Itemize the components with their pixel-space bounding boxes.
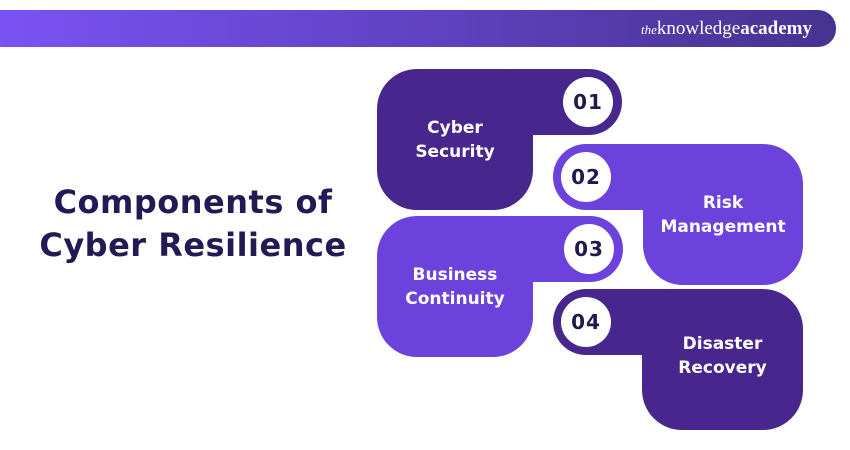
number-text-01: 01 — [573, 90, 603, 114]
number-text-03: 03 — [574, 237, 604, 261]
card-label-cyber-security: Cyber Security — [415, 117, 495, 162]
card-label-business-continuity: Business Continuity — [405, 264, 505, 309]
number-badge-03: 03 — [564, 224, 614, 274]
page-title-line2: Cyber Resilience — [39, 226, 347, 264]
number-text-02: 02 — [571, 165, 601, 189]
logo-word-the: the — [640, 22, 657, 37]
knowledge-academy-logo: theknowledgeacademy — [641, 19, 812, 38]
brand-banner: theknowledgeacademy — [0, 10, 836, 47]
logo-word-academy: academy — [740, 18, 812, 39]
number-badge-02: 02 — [561, 152, 611, 202]
card-label-disaster-recovery: Disaster Recovery — [678, 333, 767, 378]
number-text-04: 04 — [571, 310, 601, 334]
card-label-risk-management: Risk Management — [660, 192, 786, 237]
card-risk-management — [643, 144, 803, 285]
number-badge-01: 01 — [563, 77, 613, 127]
number-badge-04: 04 — [561, 297, 611, 347]
page-title-line1: Components of — [53, 183, 333, 221]
card-disaster-recovery — [642, 289, 803, 430]
page-title: Components of Cyber Resilience — [8, 181, 378, 267]
card-business-continuity — [377, 216, 533, 357]
logo-word-knowledge: knowledge — [656, 18, 741, 39]
card-cyber-security — [377, 69, 533, 210]
